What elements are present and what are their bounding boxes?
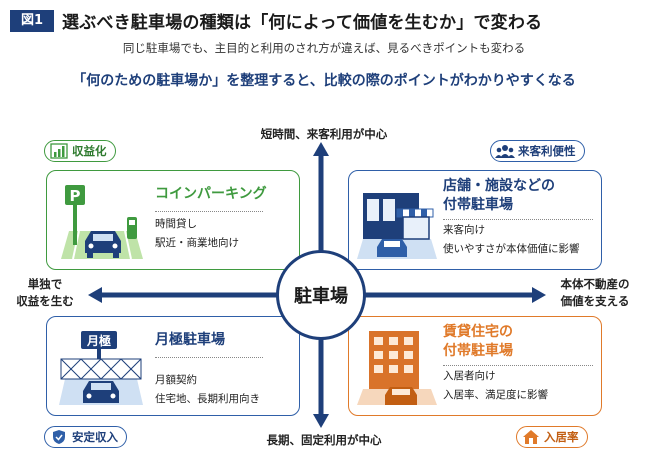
bar-chart-icon	[49, 143, 69, 159]
car-icon	[83, 381, 119, 403]
page-title: 選ぶべき駐車場の種類は「何によって価値を生むか」で変わる	[62, 13, 543, 33]
tag-occupancy-rate: 入居率	[516, 426, 588, 448]
desc-line: 入居率、満足度に影響	[443, 389, 548, 401]
axis-left-line1: 単独で	[27, 277, 63, 291]
shield-icon	[49, 429, 69, 445]
coin-parking-title: コインパーキング	[155, 186, 267, 202]
people-icon	[495, 143, 515, 159]
axis-right-line2: 価値を支える	[560, 294, 630, 308]
quadrant-coin-parking: P コインパーキング 時間貸し 駅近・商業地向け	[46, 170, 300, 270]
parking-sign-icon	[65, 185, 85, 205]
car-icon	[385, 387, 417, 405]
title-line: 店舗・施設などの	[443, 178, 555, 194]
subtitle: 同じ駐車場でも、主目的と利用のされ方が違えば、見るべきポイントも変わる	[122, 41, 526, 55]
axis-left-label: 単独で 収益を生む	[4, 276, 86, 310]
title-line: 賃貸住宅の	[443, 324, 513, 340]
tag-label: 収益化	[72, 144, 107, 158]
monthly-sign-icon	[81, 331, 117, 349]
desc-line: 住宅地、長期利用向き	[155, 393, 260, 405]
lead-text: 「何のための駐車場か」を整理すると、比較の際のポイントがわかりやすくなる	[72, 73, 576, 89]
divider	[443, 365, 593, 366]
axis-left-line2: 収益を生む	[16, 294, 74, 308]
monthly-sign-text: 月極	[86, 333, 111, 348]
tag-label: 来客利便性	[518, 144, 576, 158]
figure-badge: 図1	[10, 10, 54, 32]
arrow-down	[313, 414, 329, 428]
house-icon	[521, 429, 541, 445]
tag-monetization: 収益化	[44, 140, 116, 162]
monthly-parking-title: 月極駐車場	[155, 332, 225, 348]
tag-customer-convenience: 来客利便性	[490, 140, 585, 162]
tag-label: 入居率	[544, 430, 579, 444]
quadrant-monthly-parking: 月極 月極駐車場 月額契約 住宅地、長期利用向き	[46, 316, 300, 416]
rental-parking-desc: 入居者向け 入居率、満足度に影響	[443, 367, 548, 405]
arrow-left	[88, 287, 102, 303]
monthly-parking-desc: 月額契約 住宅地、長期利用向き	[155, 371, 260, 409]
axis-bottom-label: 長期、固定利用が中心	[266, 433, 382, 447]
tag-label: 安定収入	[72, 430, 118, 444]
car-icon	[85, 231, 121, 258]
quadrant-rental-parking: 賃貸住宅の 付帯駐車場 入居者向け 入居率、満足度に影響	[348, 316, 602, 416]
desc-line: 来客向け	[443, 224, 485, 236]
facility-parking-title: 店舗・施設などの 付帯駐車場	[443, 177, 555, 215]
quadrant-facility-parking: 店舗・施設などの 付帯駐車場 来客向け 使いやすさが本体価値に影響	[348, 170, 602, 270]
title-line: 付帯駐車場	[443, 343, 513, 359]
fence-icon	[60, 358, 142, 380]
divider	[443, 219, 593, 220]
desc-line: 時間貸し	[155, 218, 197, 230]
awning-icon	[396, 208, 434, 218]
desc-line: 入居者向け	[443, 370, 496, 382]
divider	[155, 357, 263, 358]
coin-parking-desc: 時間貸し 駅近・商業地向け	[155, 215, 239, 253]
title-line: 付帯駐車場	[443, 197, 513, 213]
store-illustration	[357, 193, 437, 259]
axis-top-label: 短時間、来客利用が中心	[260, 127, 388, 141]
car-icon	[377, 239, 407, 257]
parking-sign-letter: P	[70, 187, 81, 205]
tag-stable-income: 安定収入	[44, 426, 127, 448]
axis-right-label: 本体不動産の 価値を支える	[546, 276, 644, 310]
coin-parking-illustration: P	[61, 185, 143, 260]
axis-right-line1: 本体不動産の	[560, 277, 630, 291]
divider	[155, 211, 263, 212]
rental-parking-title: 賃貸住宅の 付帯駐車場	[443, 323, 513, 361]
desc-line: 駅近・商業地向け	[155, 237, 239, 249]
arrow-up	[313, 142, 329, 156]
monthly-parking-illustration: 月極	[59, 331, 143, 405]
desc-line: 使いやすさが本体価値に影響	[443, 243, 580, 255]
facility-parking-desc: 来客向け 使いやすさが本体価値に影響	[443, 221, 580, 259]
apartment-illustration	[357, 331, 437, 405]
center-parking-circle: 駐車場	[276, 250, 366, 340]
desc-line: 月額契約	[155, 374, 197, 386]
arrow-right	[532, 287, 546, 303]
